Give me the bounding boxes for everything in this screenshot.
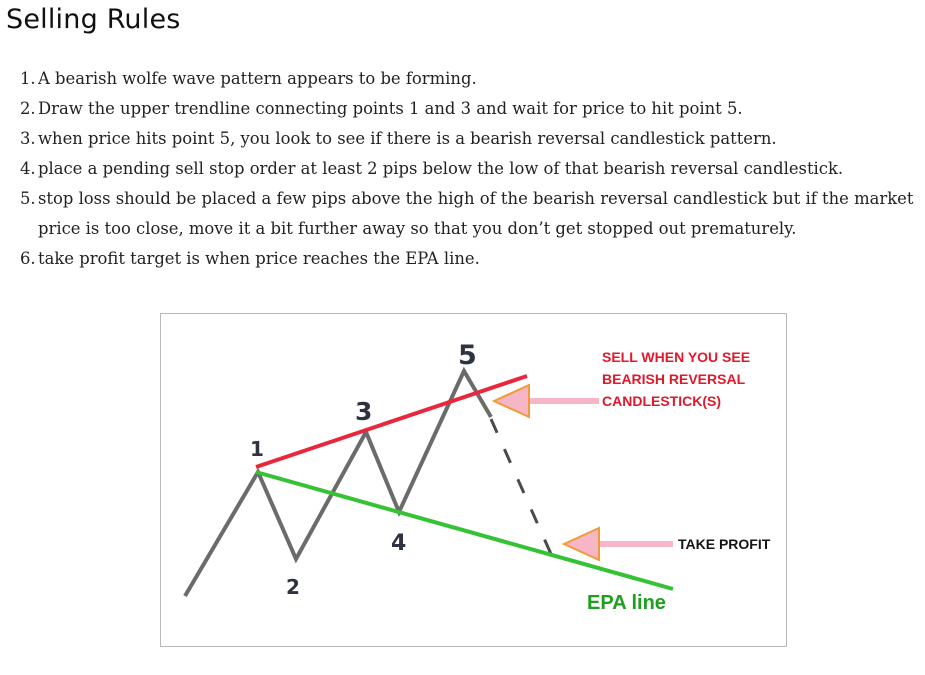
epa-line <box>255 470 674 591</box>
wolfe-wave-diagram: 1 2 3 4 5 SELL WHEN YOU SEE BEARISH REVE… <box>160 313 787 647</box>
point-label-5: 5 <box>458 340 477 371</box>
projected-move-dashed-line <box>489 418 553 555</box>
page-title: Selling Rules <box>6 4 181 35</box>
rule-text: take profit target is when price reaches… <box>38 249 480 268</box>
rule-item-5: 5.stop loss should be placed a few pips … <box>20 184 920 244</box>
rule-number: 3. <box>20 129 36 148</box>
sell-label-line-3: CANDLESTICK(S) <box>602 393 721 409</box>
sell-label-line-2: BEARISH REVERSAL <box>602 371 746 387</box>
sell-label-line-1: SELL WHEN YOU SEE <box>602 349 750 365</box>
epa-line-label: EPA line <box>587 592 666 614</box>
rule-number: 1. <box>20 69 36 88</box>
left-arrow-icon <box>491 383 599 419</box>
take-profit-label: TAKE PROFIT <box>678 536 771 552</box>
rule-item-1: 1.A bearish wolfe wave pattern appears t… <box>20 64 920 94</box>
rule-text: place a pending sell stop order at least… <box>38 159 844 178</box>
rule-text: when price hits point 5, you look to see… <box>38 129 777 148</box>
point-label-3: 3 <box>355 397 372 426</box>
rule-number: 6. <box>20 249 36 268</box>
rule-item-4: 4.place a pending sell stop order at lea… <box>20 154 920 184</box>
upper-trendline <box>255 374 528 469</box>
wolfe-wave-svg: 1 2 3 4 5 SELL WHEN YOU SEE BEARISH REVE… <box>183 340 771 614</box>
rule-item-2: 2.Draw the upper trendline connecting po… <box>20 94 920 124</box>
point-label-2: 2 <box>286 575 300 599</box>
point-label-4: 4 <box>391 531 406 556</box>
rule-item-6: 6.take profit target is when price reach… <box>20 244 920 274</box>
selling-rules-list: 1.A bearish wolfe wave pattern appears t… <box>20 64 920 274</box>
rule-text: stop loss should be placed a few pips ab… <box>38 189 914 238</box>
rule-text: Draw the upper trendline connecting poin… <box>38 99 743 118</box>
left-arrow-icon <box>561 526 673 562</box>
point-label-1: 1 <box>250 437 264 461</box>
rule-number: 4. <box>20 159 36 178</box>
rule-number: 2. <box>20 99 36 118</box>
rule-text: A bearish wolfe wave pattern appears to … <box>38 69 477 88</box>
rule-item-3: 3.when price hits point 5, you look to s… <box>20 124 920 154</box>
rule-number: 5. <box>20 189 36 208</box>
